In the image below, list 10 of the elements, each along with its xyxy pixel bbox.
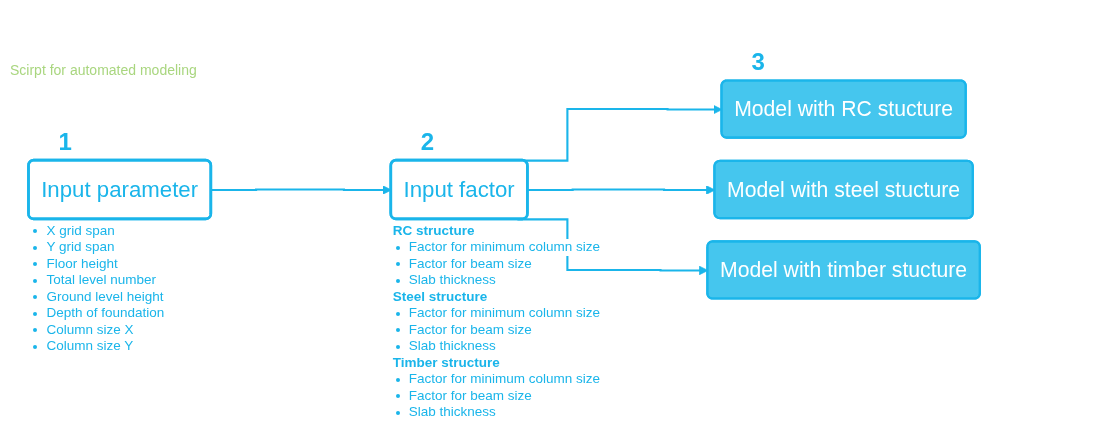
section-heading: RC structure (392, 222, 476, 240)
step-number: 3 (751, 50, 765, 75)
step-number: 1 (58, 130, 72, 155)
list-item-text: Y grid span (46, 239, 115, 256)
section-heading: Timber structure (392, 354, 501, 372)
section-heading: Steel structure (392, 288, 489, 306)
subtitle-text: Scirpt for automated modeling (10, 62, 197, 78)
list-item-text: Factor for minimum column size (408, 239, 601, 256)
step-number: 2 (420, 130, 435, 155)
list-item-text: Depth of foundation (46, 305, 165, 322)
